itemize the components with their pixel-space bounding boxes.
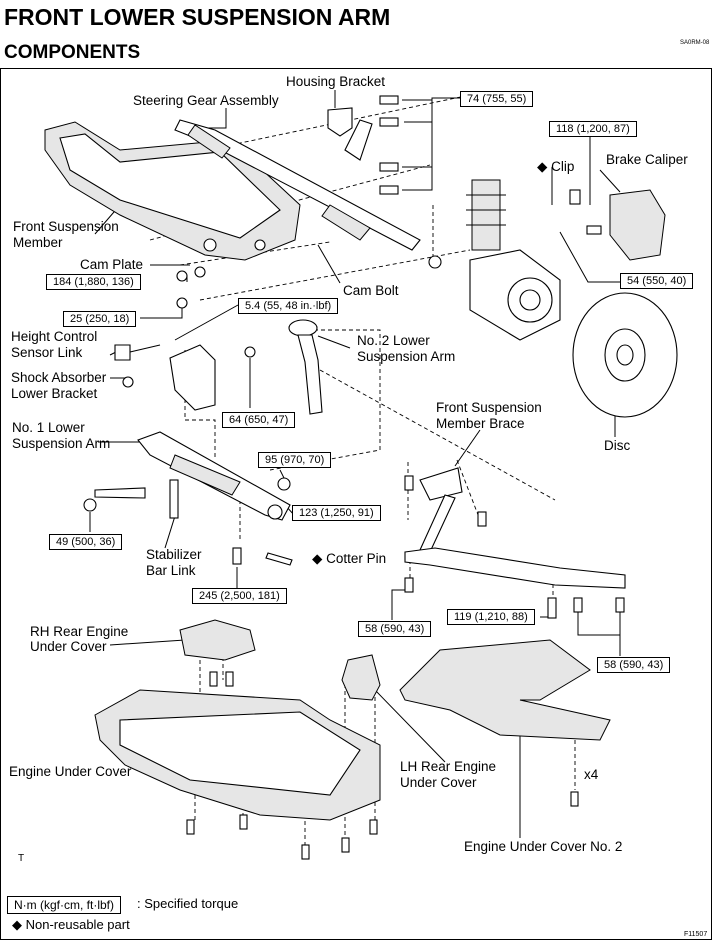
- legend-nonreusable: ◆ Non-reusable part: [12, 917, 130, 933]
- bolts: [83, 95, 625, 860]
- label-lh-cover-1: LH Rear Engine: [400, 759, 497, 774]
- leader-lines: [89, 90, 621, 838]
- label-shock-bracket-1: Shock Absorber: [11, 370, 107, 385]
- label-t-mark: T: [18, 853, 25, 864]
- nonreusable-icon: ◆: [537, 159, 548, 174]
- steering-gear-part: [174, 107, 442, 269]
- label-shock-bracket-2: Lower Bracket: [11, 386, 98, 401]
- label-stabilizer-2: Bar Link: [146, 563, 196, 578]
- label-front-suspension-member-1: Front Suspension: [13, 219, 119, 234]
- label-cotter-pin-text: Cotter Pin: [326, 551, 387, 566]
- torque-box-118: 118 (1,200, 87): [549, 121, 637, 137]
- page-title: FRONT LOWER SUSPENSION ARM: [4, 4, 391, 30]
- no1-lower-arm-part: [137, 431, 291, 521]
- label-cotter-pin: ◆ Cotter Pin: [312, 551, 386, 567]
- torque-box-64: 64 (650, 47): [222, 412, 296, 428]
- stabilizer-link-part: [94, 479, 179, 519]
- label-brace-2: Member Brace: [436, 416, 525, 431]
- member-brace-part: [404, 467, 626, 589]
- label-no2-arm-2: Suspension Arm: [357, 349, 456, 364]
- label-cam-bolt: Cam Bolt: [343, 283, 399, 298]
- torque-box-54: 54 (550, 40): [620, 273, 694, 289]
- label-rh-cover-1: RH Rear Engine: [30, 624, 129, 639]
- label-rh-cover-2: Under Cover: [30, 639, 107, 654]
- page-subtitle: COMPONENTS: [4, 42, 141, 63]
- label-engine-under-cover-2: Engine Under Cover No. 2: [464, 839, 623, 854]
- torque-box-184: 184 (1,880, 136): [46, 274, 141, 290]
- shock-bracket-part: [169, 344, 216, 411]
- torque-box-58-b: 58 (590, 43): [597, 657, 671, 673]
- label-clip: ◆ Clip: [537, 159, 574, 175]
- torque-box-95: 95 (970, 70): [258, 452, 332, 468]
- engine-under-cover-2-part: [399, 639, 611, 741]
- label-no1-arm-1: No. 1 Lower: [12, 420, 85, 435]
- label-housing-bracket: Housing Bracket: [286, 74, 386, 89]
- label-brake-caliper: Brake Caliper: [606, 152, 688, 167]
- strut-knuckle-part: [466, 179, 561, 341]
- torque-box-25: 25 (250, 18): [63, 311, 137, 327]
- legend-unit-box: N·m (kgf·cm, ft·lbf): [7, 896, 121, 914]
- label-clip-text: Clip: [551, 159, 575, 174]
- label-lh-cover-2: Under Cover: [400, 775, 477, 790]
- label-no1-arm-2: Suspension Arm: [12, 436, 111, 451]
- nonreusable-icon: ◆: [312, 551, 323, 566]
- label-stabilizer-1: Stabilizer: [146, 547, 202, 562]
- rh-rear-cover-part: [179, 619, 256, 661]
- legend-nonreusable-text: Non-reusable part: [25, 917, 130, 932]
- cotter-pin-part: [265, 552, 293, 566]
- nonreusable-icon: ◆: [12, 917, 22, 932]
- disc-part: [572, 292, 678, 418]
- label-steering-gear: Steering Gear Assembly: [133, 93, 279, 108]
- label-disc: Disc: [604, 438, 631, 453]
- label-height-control-1: Height Control: [11, 329, 98, 344]
- label-front-suspension-member-2: Member: [13, 235, 63, 250]
- front-suspension-member-part: [44, 121, 301, 261]
- doc-code-top: SA0RM-08: [680, 40, 710, 46]
- label-cam-plate: Cam Plate: [80, 257, 144, 272]
- torque-box-49: 49 (500, 36): [49, 534, 123, 550]
- label-brace-1: Front Suspension: [436, 400, 542, 415]
- label-height-control-2: Sensor Link: [11, 345, 83, 360]
- label-no2-arm-1: No. 2 Lower: [357, 333, 430, 348]
- torque-box-123: 123 (1,250, 91): [292, 505, 381, 521]
- torque-box-5-4: 5.4 (55, 48 in.·lbf): [238, 298, 339, 314]
- diagram-frame: [0, 68, 712, 940]
- legend-unit-desc: : Specified torque: [137, 896, 239, 911]
- no2-lower-arm-part: [288, 319, 323, 415]
- lh-rear-cover-part: [341, 654, 381, 701]
- torque-box-58-a: 58 (590, 43): [358, 621, 432, 637]
- label-x4: x4: [584, 767, 599, 782]
- torque-box-119: 119 (1,210, 88): [447, 609, 535, 625]
- torque-box-74: 74 (755, 55): [460, 91, 534, 107]
- label-engine-under-cover: Engine Under Cover: [9, 764, 132, 779]
- torque-box-245: 245 (2,500, 181): [192, 588, 287, 604]
- engine-under-cover-part: [94, 689, 381, 821]
- doc-code-bottom: F11507: [684, 931, 708, 938]
- brake-caliper-part: [609, 189, 666, 261]
- height-control-link-part: [114, 344, 161, 361]
